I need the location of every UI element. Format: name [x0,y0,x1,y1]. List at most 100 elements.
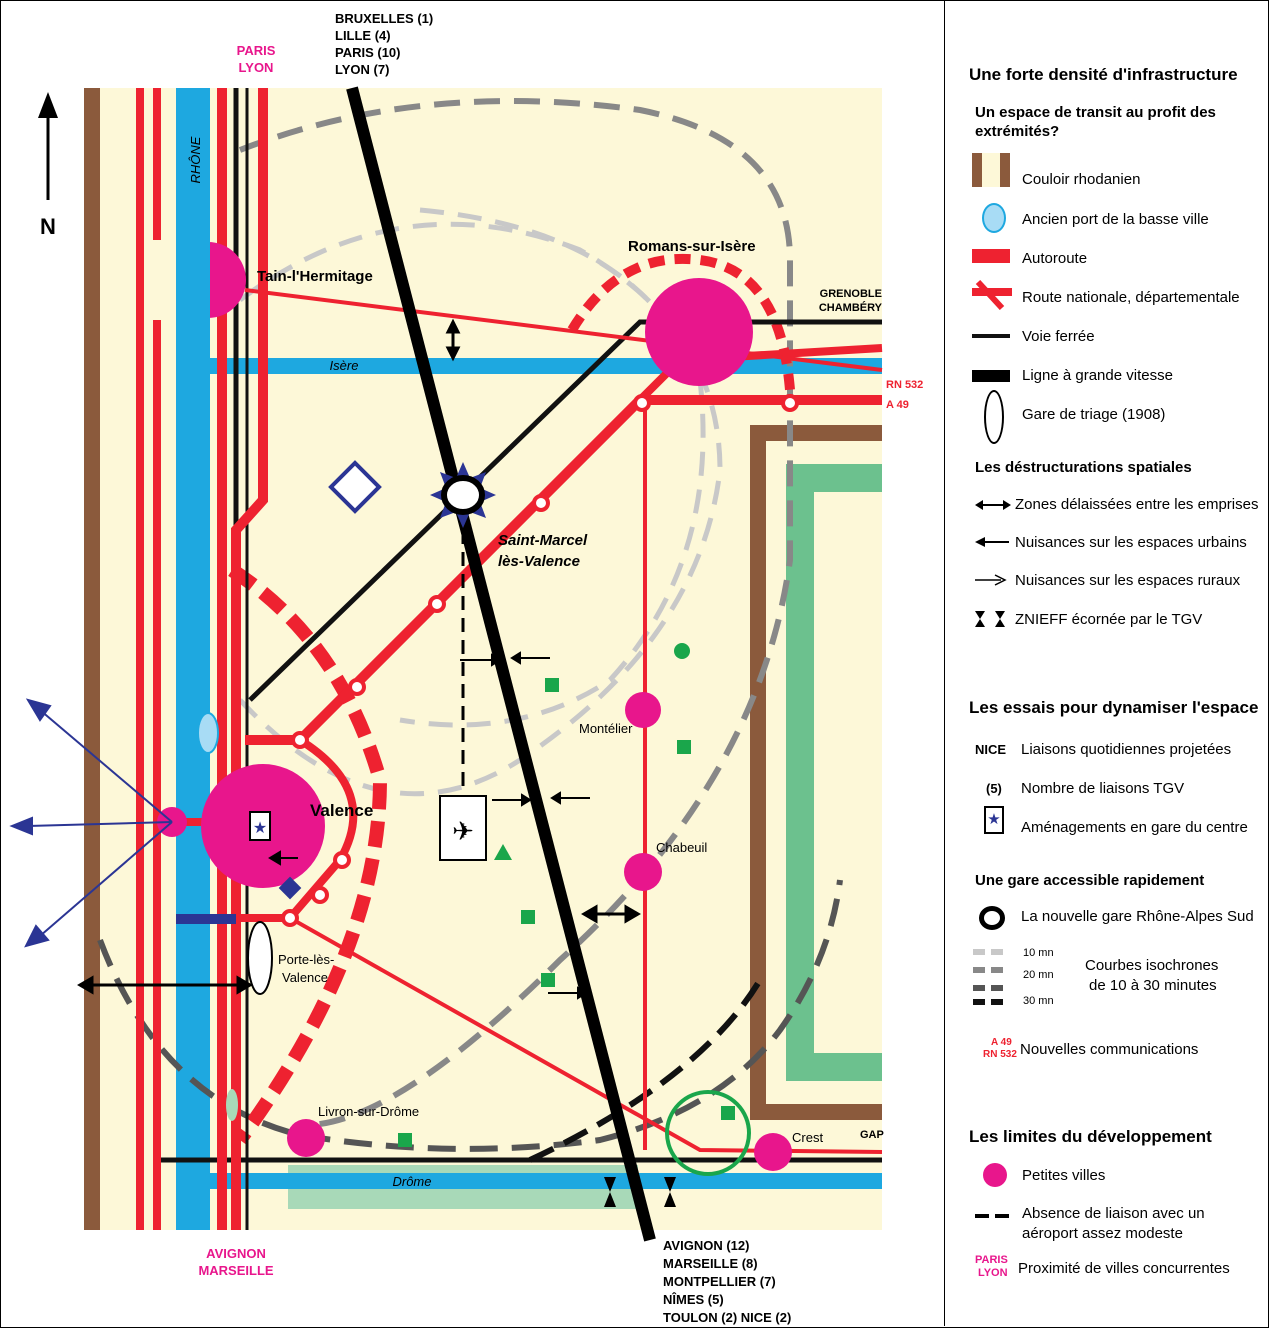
legend-item: Nuisances sur les espaces ruraux [1015,572,1241,589]
legend-item: Nombre de liaisons TGV [1021,780,1185,797]
iso-label: 30 mn [1023,995,1054,1007]
central-station [249,811,271,841]
town-label-tain: Tain-l'Hermitage [257,268,373,285]
legend-item: Proximité de villes concurrentes [1018,1260,1230,1277]
paris-symbol: LYON [978,1267,1008,1279]
town-chabeuil [624,853,662,891]
tgv-destination: NÎMES (5) [663,1292,724,1307]
nuisance-arrows [268,651,590,1000]
isochrone-swatch-icon [973,949,1003,1005]
navy-diamond [328,460,382,514]
nice-symbol: NICE [975,742,1007,757]
isere-label: Isère [330,358,359,373]
south-city-label: MARSEILLE [198,1263,273,1278]
legend-subtitle: Un espace de transit au profit des extré… [975,104,1216,140]
star-station-icon: ★ [984,806,1004,834]
legend-item: Nuisances sur les espaces urbains [1015,534,1247,551]
road-tain-romans [244,288,883,372]
iso-desc: de 10 à 30 minutes [1089,977,1217,994]
tgv-destination: PARIS (10) [335,45,401,60]
znieff-bowties [604,1177,676,1207]
north-arrowhead [38,92,58,118]
new-station-icon [979,906,1005,930]
drome-river [210,1173,882,1189]
town-crest [754,1133,792,1171]
map-canvas: ★ ✈ N PARIS LYON AVIGNON M [9,11,923,1325]
tgv-destination: MARSEILLE (8) [663,1256,758,1271]
legend-title: Une forte densité d'infrastructure [969,65,1238,84]
dashed-line-icon [975,1214,1009,1218]
south-city-label: AVIGNON [206,1246,266,1261]
legend-item: ZNIEFF écornée par le TGV [1015,611,1203,628]
couloir-east [750,425,882,1120]
triage-swatch-icon [984,390,1004,444]
legend-item: La nouvelle gare Rhône-Alpes Sud [1021,908,1254,925]
rail-swatch-icon [972,334,1010,338]
legend-item: Absence de liaison avec un aéroport asse… [1022,1205,1205,1242]
road-crest [289,916,883,1154]
legend-item: Couloir rhodanien [1022,171,1141,188]
route-swatch-icon [972,280,1012,310]
dir-gap: GAP [860,1129,884,1141]
legend-item: Petites villes [1022,1167,1106,1184]
tgv-destination: LILLE (4) [335,28,391,43]
town-label-montelier: Montélier [579,721,633,736]
legend-item: Gare de triage (1908) [1022,406,1166,423]
airplane-icon: ✈ [452,816,474,846]
isochrone-30-b [528,978,763,1163]
old-port [197,712,219,754]
abandoned-zone-arrows [77,318,641,995]
tain-cut [170,240,210,320]
legend-subtitle: Les déstructurations spatiales [975,459,1192,476]
star-icon: ★ [253,820,267,837]
isochrone-10 [238,221,723,797]
tgv-destination: TOULON (2) NICE (2) [663,1310,791,1325]
newcomm-symbol: RN 532 [983,1049,1017,1060]
tgv-destination: MONTPELLIER (7) [663,1274,776,1289]
town-label-romans: Romans-sur-Isère [628,238,756,255]
dir-rn532: RN 532 [886,379,923,391]
new-tgv-station [441,475,485,515]
znieff-bowtie-icon [975,611,1005,627]
port-swatch-icon [982,203,1006,233]
airport [439,795,487,861]
town-label-saint-marcel: Saint-Marcel [498,532,588,549]
couloir-west [84,88,100,1230]
north-label: N [40,214,56,239]
lgv-swatch-icon [972,370,1010,382]
town-label-chabeuil: Chabeuil [656,840,707,855]
iso-desc: Courbes isochrones [1085,957,1219,974]
legend-item: Autoroute [1022,250,1088,267]
interchanges [281,394,799,927]
railway-grenoble [248,319,882,702]
legend-title: Les limites du développement [969,1127,1212,1146]
tain-cut-b [150,240,176,320]
legend-item: Aménagements en gare du centre [1021,819,1248,836]
gare-triage [247,921,273,995]
legend-item: Ligne à grande vitesse [1022,367,1173,384]
legend-item: Voie ferrée [1022,328,1095,345]
town-romans [645,278,753,386]
rhone-label: RHÔNE [188,136,203,183]
dir-grenoble: GRENOBLE [820,288,882,300]
isochrone-20 [238,98,793,1128]
tgv-south-list: AVIGNON (12) MARSEILLE (8) MONTPELLIER (… [663,1238,791,1325]
town-label-livron: Livron-sur-Drôme [318,1104,419,1119]
legend-item: Liaisons quotidiennes projetées [1021,741,1232,758]
isochrone-30 [97,879,843,1152]
old-port-south [226,1089,238,1121]
dir-a49: A 49 [886,399,909,411]
znieff-markers [398,643,735,1147]
daily-links [9,698,173,948]
legend-title: Les essais pour dynamiser l'espace [969,698,1259,717]
valence-bypass-project [228,564,388,1145]
bridge-navy [176,914,236,924]
tgv-north-list: BRUXELLES (1) LILLE (4) PARIS (10) LYON … [335,11,433,77]
navy-diamond-small [278,876,302,900]
left-arrow-icon [975,537,1009,547]
tgv-destination: AVIGNON (12) [663,1238,749,1253]
dir-chambery: CHAMBÉRY [819,301,883,314]
tgv-destination: LYON (7) [335,62,389,77]
iso-label: 10 mn [1023,947,1054,959]
legend-item: Zones délaissées entre les emprises [1015,496,1259,513]
